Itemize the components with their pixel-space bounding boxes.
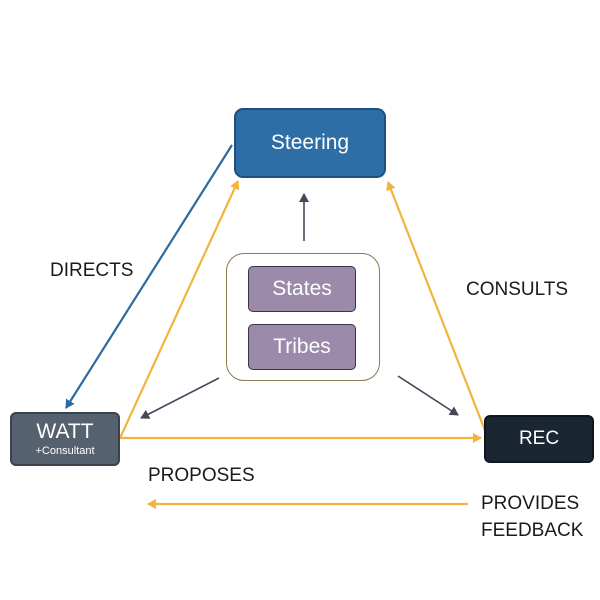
group-to-watt-arrow bbox=[140, 377, 220, 419]
states-label: States bbox=[272, 277, 332, 300]
watt-sublabel: +Consultant bbox=[35, 444, 95, 457]
states-node: States bbox=[248, 266, 356, 312]
watt-node: WATT +Consultant bbox=[10, 412, 120, 466]
steering-label: Steering bbox=[270, 131, 350, 154]
consults-label: CONSULTS bbox=[466, 279, 569, 300]
group-to-rec-arrow bbox=[397, 375, 459, 416]
rec-label: REC bbox=[518, 428, 560, 449]
tribes-label: Tribes bbox=[273, 335, 331, 358]
tribes-node: Tribes bbox=[248, 324, 356, 370]
rec-node: REC bbox=[484, 415, 594, 463]
watt-to-steering-arrow bbox=[119, 180, 240, 439]
watt-label: WATT bbox=[36, 419, 94, 443]
provides-feedback-label: PROVIDES FEEDBACK bbox=[481, 493, 584, 541]
proposes-label: PROPOSES bbox=[148, 465, 255, 486]
steering-node: Steering bbox=[234, 108, 386, 178]
directs-arrow bbox=[65, 144, 233, 409]
consults-arrow bbox=[386, 181, 488, 434]
directs-label: DIRECTS bbox=[50, 260, 134, 281]
